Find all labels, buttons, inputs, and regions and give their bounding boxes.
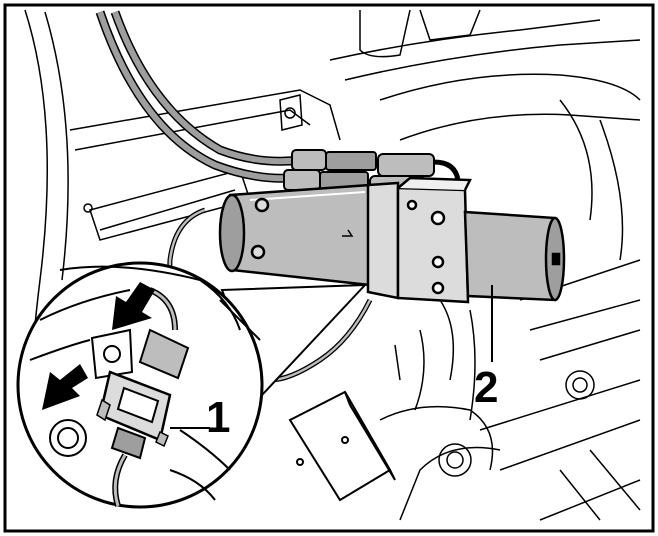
detail-inset: [16, 261, 264, 509]
press-arrow-icon: [112, 282, 155, 330]
hydraulic-pump-unit: [218, 176, 566, 304]
press-arrow-icon: [42, 364, 88, 410]
callout-number-1: 1: [206, 393, 231, 442]
mounting-bracket: [288, 390, 396, 502]
callout-number-2: 2: [474, 363, 499, 412]
